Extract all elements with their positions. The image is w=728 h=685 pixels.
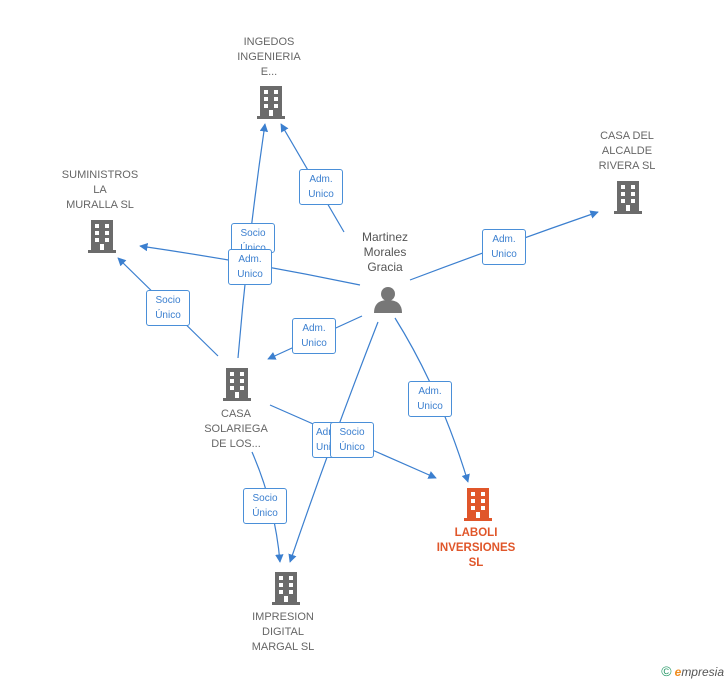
edge-label-adm-unico: Adm.Unico	[408, 381, 452, 417]
edge-label-adm-unico: Adm.Unico	[292, 318, 336, 354]
ingedos-building-icon[interactable]	[257, 86, 285, 119]
impresion-building-icon[interactable]	[272, 572, 300, 605]
person-icon[interactable]	[374, 287, 402, 313]
casa-alcalde-building-icon[interactable]	[614, 181, 642, 214]
brand-name: mpresia	[681, 665, 724, 679]
laboli-building-icon[interactable]	[464, 488, 492, 521]
edges	[117, 123, 599, 563]
copyright-symbol: ©	[661, 663, 672, 679]
suministros-building-icon[interactable]	[88, 220, 116, 253]
edge-label-adm-unico: Adm.Unico	[299, 169, 343, 205]
edge-label-adm-unico: Adm.Unico	[228, 249, 272, 285]
edge-label-adm-unico: Adm.Unico	[482, 229, 526, 265]
brand-logo-letter: e	[674, 665, 682, 679]
footer-brand: ©empresia	[661, 663, 724, 679]
casa-solariega-building-icon[interactable]	[223, 368, 251, 401]
